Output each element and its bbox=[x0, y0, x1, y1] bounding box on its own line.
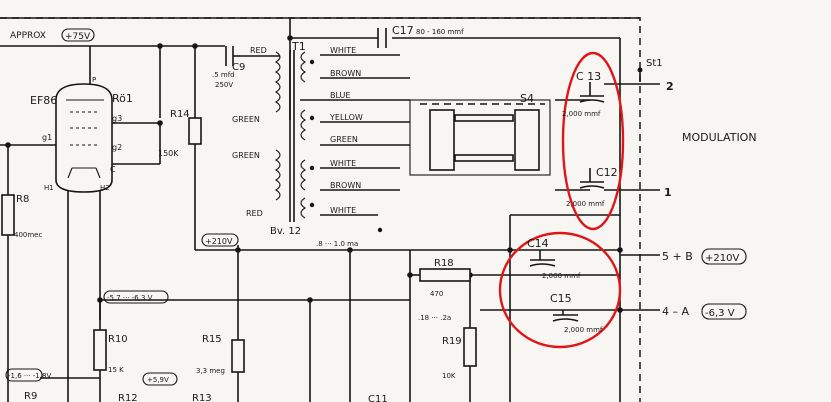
label-r14-value: 150K bbox=[158, 149, 179, 158]
label-wire-yellow: YELLOW bbox=[329, 113, 363, 122]
label-r15: R15 bbox=[202, 334, 222, 345]
label-r18-value: 470 bbox=[430, 290, 443, 298]
capacitor-c17 bbox=[377, 28, 387, 48]
transformer-t1 bbox=[274, 50, 383, 233]
shield-enclosure bbox=[0, 17, 641, 402]
label-modulation: MODULATION bbox=[682, 131, 757, 144]
label-r14: R14 bbox=[170, 109, 190, 120]
label-wire-blue: BLUE bbox=[330, 91, 350, 100]
label-wire-green-2: GREEN bbox=[232, 151, 260, 160]
label-r19-value: 10K bbox=[442, 372, 456, 380]
label-r9: R9 bbox=[24, 391, 37, 402]
label-s4: S4 bbox=[520, 92, 534, 105]
capacitor-c12 bbox=[579, 168, 660, 191]
capacitor-c15 bbox=[552, 309, 660, 322]
label-h2: H2 bbox=[100, 184, 110, 192]
label-ef86: EF86 bbox=[30, 94, 57, 107]
tube-ef86 bbox=[55, 83, 113, 193]
highlight-annotations bbox=[498, 51, 625, 349]
highlight-c13-c12 bbox=[561, 51, 625, 231]
label-c12: C12 bbox=[596, 166, 618, 179]
label-r13: R13 bbox=[192, 393, 212, 402]
label-g3: g3 bbox=[112, 114, 122, 123]
label-terminal-4-a: 4 – A bbox=[662, 305, 689, 318]
label-t1: T1 bbox=[291, 40, 306, 53]
label-c17-value: 80 - 160 mmf bbox=[416, 28, 464, 36]
label-c15-value: 2,000 mmf bbox=[564, 326, 603, 334]
switch-st1 bbox=[637, 67, 643, 82]
label-c14-value: 2,000 mmf bbox=[542, 272, 581, 280]
label-voltage-75: +75V bbox=[65, 32, 91, 42]
label-h1: H1 bbox=[44, 184, 54, 192]
label-pin-c: C bbox=[110, 165, 116, 174]
switch-s4 bbox=[409, 99, 551, 176]
label-c13-value: 2,000 mmf bbox=[562, 110, 601, 118]
label-voltage-59: +5,9V bbox=[147, 376, 169, 384]
label-bv12: Bv. 12 bbox=[270, 226, 301, 237]
label-c12-value: 2,000 mmf bbox=[566, 200, 605, 208]
capacitor-c9 bbox=[225, 46, 240, 66]
label-c9: C9 bbox=[232, 62, 245, 73]
label-c9-value-1: .5 mfd bbox=[212, 71, 235, 79]
label-wire-brown-2: BROWN bbox=[330, 181, 361, 190]
label-wire-red-1: RED bbox=[250, 46, 267, 55]
resistor-r19 bbox=[463, 327, 477, 367]
label-g1: g1 bbox=[42, 133, 52, 142]
resistor-r10 bbox=[93, 329, 107, 371]
label-wire-red-2: RED bbox=[246, 209, 263, 218]
label-c17: C17 bbox=[392, 24, 414, 37]
resistor-r14 bbox=[188, 117, 202, 145]
label-r15-value: 3,3 meg bbox=[196, 367, 225, 375]
label-approx: APPROX bbox=[10, 31, 46, 41]
label-voltage-57: -5,7 ··· -6,3 V bbox=[107, 294, 153, 302]
label-wire-white-1: WHITE bbox=[330, 46, 356, 55]
label-ro1: Rö1 bbox=[112, 92, 133, 105]
label-c9-value-2: 250V bbox=[215, 81, 233, 89]
highlight-c14-c15 bbox=[498, 231, 622, 349]
label-wire-green-3: GREEN bbox=[330, 135, 358, 144]
label-pin-p: P bbox=[92, 76, 96, 84]
label-r8: R8 bbox=[16, 194, 29, 205]
text-labels: APPROX +75V EF86 Rö1 P g1 g3 g2 C H1 H2 … bbox=[5, 24, 757, 402]
label-voltage-63-right: -6,3 V bbox=[705, 308, 735, 319]
capacitor-c13 bbox=[579, 82, 660, 103]
label-current-ma: .8 ··· 1.0 ma bbox=[316, 240, 358, 248]
label-wire-green-1: GREEN bbox=[232, 115, 260, 124]
capacitor-c14 bbox=[529, 250, 660, 267]
label-r12: R12 bbox=[118, 393, 138, 402]
label-c14: C14 bbox=[527, 237, 549, 250]
label-r19: R19 bbox=[442, 336, 462, 347]
label-g2: g2 bbox=[112, 143, 122, 152]
label-voltage-210-right: +210V bbox=[705, 253, 739, 264]
resistor-r18 bbox=[419, 268, 471, 282]
label-c15: C15 bbox=[550, 292, 572, 305]
label-r18: R18 bbox=[434, 258, 454, 269]
label-terminal-1: 1 bbox=[664, 186, 672, 199]
label-r10-value: 15 K bbox=[108, 366, 124, 374]
label-wire-white-2: WHITE bbox=[330, 159, 356, 168]
label-voltage-16: -1,6 ··· -1,8V bbox=[8, 372, 51, 380]
wiring bbox=[0, 17, 640, 402]
label-c11: C11 bbox=[368, 394, 388, 402]
label-c13: C 13 bbox=[576, 70, 601, 83]
label-st1: St1 bbox=[646, 58, 663, 69]
label-wire-white-3: WHITE bbox=[330, 206, 356, 215]
resistor-r8 bbox=[1, 194, 15, 236]
label-voltage-210-left: +210V bbox=[205, 237, 233, 246]
label-terminal-2: 2 bbox=[666, 80, 674, 93]
label-r10: R10 bbox=[108, 334, 128, 345]
label-wire-brown-1: BROWN bbox=[330, 69, 361, 78]
label-current-a: .18 ··· .2a bbox=[418, 314, 451, 322]
resistor-r15 bbox=[231, 339, 245, 373]
label-r8-value: 400mec bbox=[14, 231, 42, 239]
label-terminal-5-b: 5 + B bbox=[662, 250, 693, 263]
